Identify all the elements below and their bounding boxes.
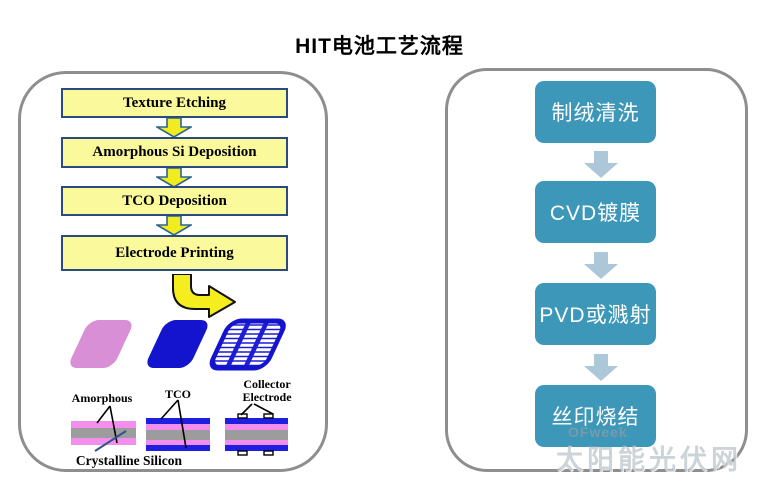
down-arrow-icon: [584, 252, 618, 279]
stack-with-tco: [146, 418, 210, 451]
step-label: CVD镀膜: [549, 202, 642, 225]
amorphous-label: Amorphous: [72, 391, 133, 405]
step-label: Amorphous Si Deposition: [92, 144, 257, 160]
layer-stack-diagram: Amorphous TCO Collector Electrode Crysta…: [71, 377, 292, 468]
crystalline-silicon-label: Crystalline Silicon: [76, 453, 183, 468]
pointer-lines: [96, 399, 274, 449]
step-label: PVD或溅射: [539, 304, 652, 327]
step-screen-print-sintering: 丝印烧结: [535, 385, 656, 447]
step-texture-etching: Texture Etching: [61, 88, 288, 118]
step-cvd-coating: CVD镀膜: [535, 181, 656, 243]
step-label: 制绒清洗: [551, 102, 640, 125]
step-label: Texture Etching: [123, 94, 226, 111]
gridded-cell-wafer-icon: [208, 318, 287, 371]
crystalline-pointer-line: [94, 430, 127, 452]
down-arrow-icon: [156, 118, 192, 137]
step-amorphous-si-deposition: Amorphous Si Deposition: [61, 137, 288, 168]
step-electrode-printing: Electrode Printing: [61, 235, 288, 271]
wafer-shapes: [70, 318, 287, 371]
down-arrow-icon: [156, 168, 192, 187]
down-arrow-icon: [584, 151, 618, 178]
step-label: 丝印烧结: [551, 406, 640, 429]
down-arrow-icon: [156, 216, 192, 235]
stack-amorphous-crystalline: [71, 421, 136, 445]
chinese-process-panel: 制绒清洗 CVD镀膜 PVD或溅射 丝印烧结: [445, 68, 748, 472]
pink-wafer-icon: [70, 320, 132, 368]
step-texturing-cleaning: 制绒清洗: [535, 81, 656, 143]
step-label: TCO Deposition: [122, 192, 227, 209]
collector-label-line2: Electrode: [242, 390, 292, 404]
stack-with-electrodes: [225, 413, 288, 456]
english-process-panel: Texture Etching Amorphous Si Deposition …: [18, 71, 328, 472]
blue-wafer-icon: [147, 320, 208, 368]
step-tco-deposition: TCO Deposition: [61, 186, 288, 216]
down-arrow-icon: [584, 354, 618, 381]
step-pvd-or-sputtering: PVD或溅射: [535, 283, 656, 345]
collector-label-line1: Collector: [243, 377, 291, 391]
page-title: HIT电池工艺流程: [295, 35, 464, 58]
tco-label: TCO: [165, 387, 191, 401]
curved-down-right-arrow-icon: [172, 274, 236, 318]
step-label: Electrode Printing: [115, 244, 234, 261]
